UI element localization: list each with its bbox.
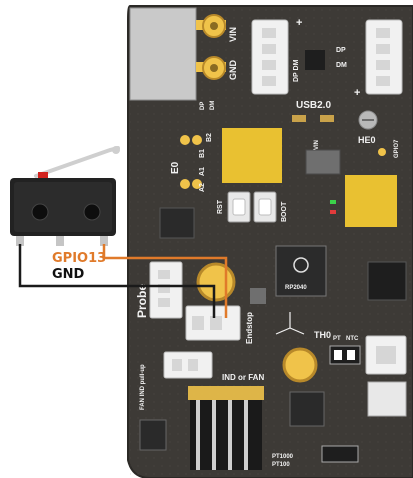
heo-screw (358, 110, 378, 130)
power-terminals (196, 14, 226, 80)
mounting-hole (282, 347, 318, 383)
led-green (330, 200, 336, 204)
label-dp-left: DP (200, 102, 206, 110)
label-b2: B2 (206, 133, 213, 142)
label-endstop: Endstop (245, 312, 254, 344)
label-rp2040: RP2040 (285, 285, 307, 291)
label-vin: VIN (228, 27, 238, 42)
label-b1: B1 (199, 149, 206, 158)
label-e0: E0 (170, 161, 181, 174)
connector-top-right (365, 19, 403, 95)
label-vin-small: VIN (314, 140, 320, 150)
label-pt100: PT100 (272, 462, 290, 468)
mounting-hole (196, 262, 236, 302)
label-dp: DP (336, 47, 346, 54)
pt-ntc-jumper (329, 345, 361, 365)
label-usb: USB2.0 (296, 100, 331, 111)
label-heo: HE0 (358, 135, 376, 145)
label-gpio7: GPIO7 (394, 139, 400, 158)
label-dm-left: DM (210, 101, 216, 110)
connector-top-middle (251, 19, 289, 95)
signal-wire (102, 244, 228, 318)
label-plus-top: + (296, 17, 302, 29)
bottom-chip (289, 391, 325, 427)
label-fan-ind-pullup: FAN IND pull-up (140, 364, 146, 410)
e0-pads (180, 135, 202, 189)
smd-component (292, 115, 306, 122)
flash-chip (367, 261, 407, 301)
label-plus-right: + (354, 87, 360, 99)
label-gnd: GND (228, 60, 238, 81)
smd-component (320, 115, 334, 122)
label-a2: A2 (199, 183, 206, 192)
ground-wire (18, 244, 216, 318)
microswitch (10, 146, 120, 246)
label-a1: A1 (199, 167, 206, 176)
boot-button (253, 191, 277, 223)
gpio13-label: GPIO13 (52, 251, 106, 266)
accelerometer-chip (250, 288, 266, 304)
pin-header (188, 386, 264, 470)
label-ntc: NTC (346, 336, 359, 342)
th0-connector (365, 335, 407, 375)
label-pt: PT (333, 336, 341, 342)
via-pad (378, 148, 386, 156)
regulator-chip (305, 149, 341, 175)
label-dm: DM (336, 62, 347, 69)
led-red (330, 210, 336, 214)
ind-fan-connector (163, 351, 213, 379)
label-th0: TH0 (314, 330, 331, 340)
label-probe: Probe (135, 284, 149, 318)
slide-switch (367, 381, 407, 417)
label-ind-fan: IND or FAN (222, 373, 264, 382)
copper-pad-right (345, 175, 397, 227)
rst-button (227, 191, 251, 223)
mosfet-chip (139, 419, 167, 451)
stepper-driver-chip (159, 207, 195, 239)
rp2040-chip (275, 245, 327, 297)
label-boot: BOOT (281, 201, 288, 222)
power-connector-block (129, 7, 197, 101)
label-pt1000: PT1000 (272, 454, 294, 460)
label-dp-dm: DP DM (293, 59, 300, 82)
copper-pad-large (222, 128, 282, 183)
axis-indicator (275, 312, 305, 335)
probe-connector (149, 261, 183, 319)
usb-chip (305, 50, 325, 70)
label-rst: RST (217, 199, 224, 214)
bottom-switch (321, 445, 359, 463)
gnd-wire-label: GND (52, 267, 85, 282)
